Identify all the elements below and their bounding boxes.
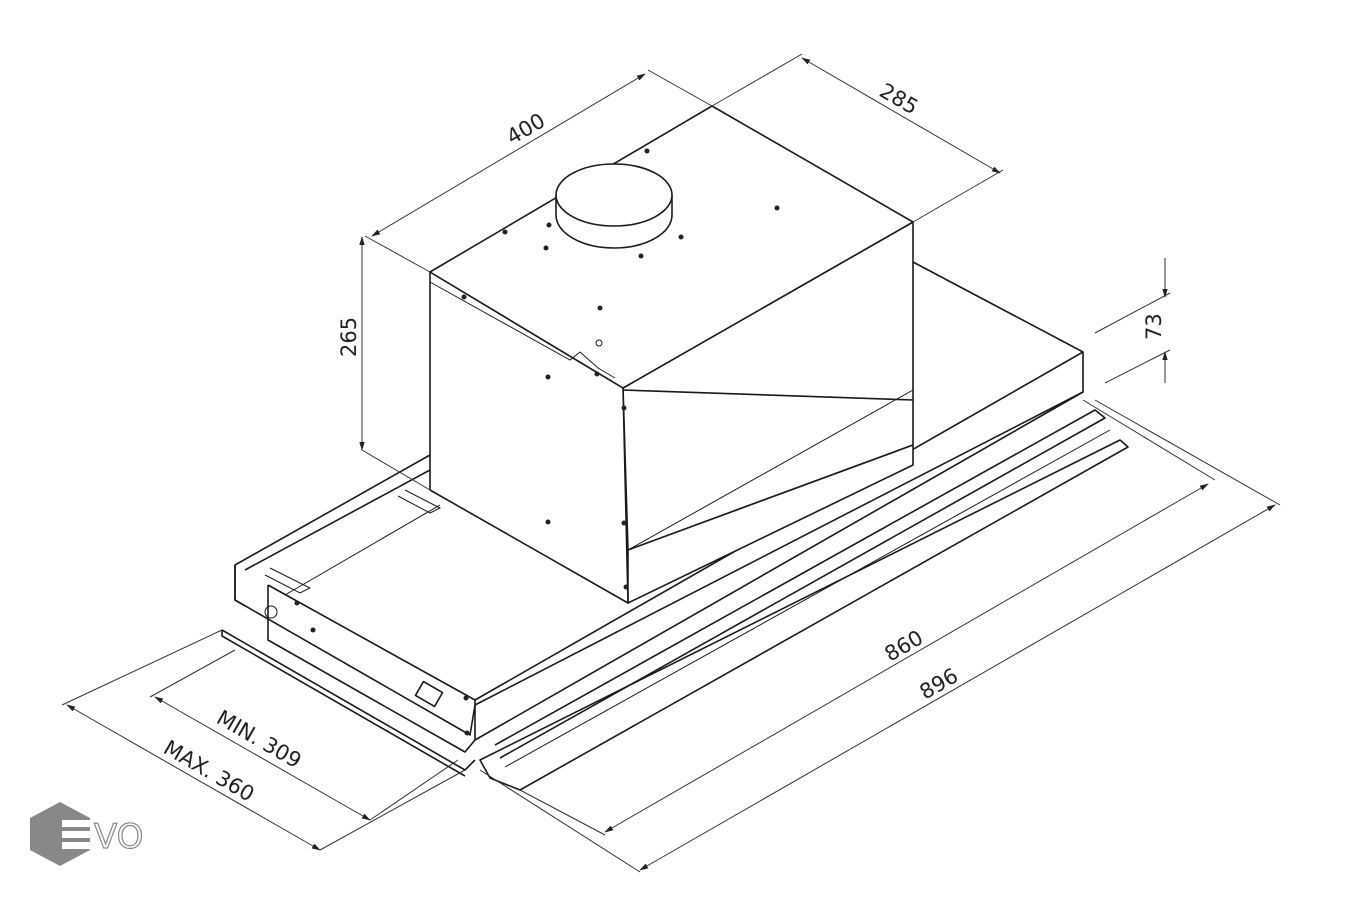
dim-min-309: MIN. 309 — [213, 706, 306, 774]
dim-max-360: MAX. 360 — [160, 736, 259, 807]
dim-860: 860 — [881, 625, 928, 666]
evo-logo: VO — [30, 802, 144, 866]
motor-housing — [429, 105, 914, 604]
dim-285: 285 — [876, 79, 923, 120]
svg-text:VO: VO — [94, 817, 143, 857]
dim-265: 265 — [337, 317, 361, 357]
dim-73: 73 — [1142, 313, 1166, 340]
dim-400: 400 — [503, 108, 550, 149]
dimension-lines — [61, 53, 1281, 873]
